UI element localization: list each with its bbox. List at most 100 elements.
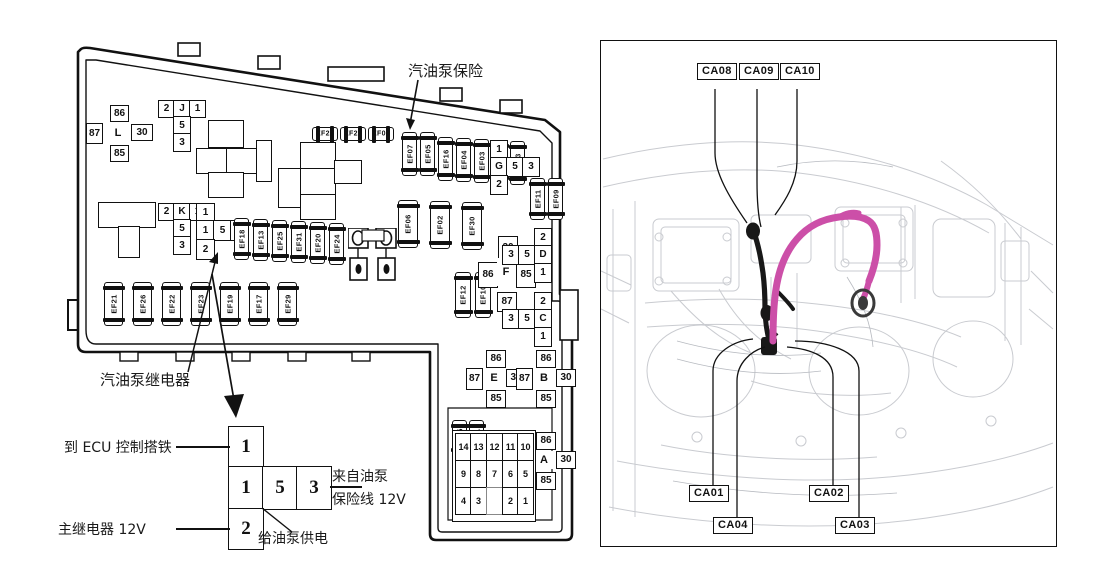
relay-socket-large-T-top[interactable] [98,202,156,228]
relay-G-terminal-3: 3 [522,157,540,177]
label-from-pump-fuse-line2: 保险线 12V [332,492,406,508]
fuse-code: EF30 [467,216,477,236]
fuse-cap [308,256,327,260]
leader-supply-to-pump [261,507,293,533]
label-to-ecu-ground: 到 ECU 控制搭铁 [64,440,172,456]
fuse-EF22[interactable]: EF22 [160,282,183,326]
fuse-cap [454,174,473,178]
fuse-cap [528,182,547,186]
relay-B-terminal-86: 86 [536,350,556,368]
pinout-terminal-3[interactable]: 3 [296,466,332,510]
fuse-EF05[interactable]: EF05 [418,132,437,176]
fuse-cap [418,168,437,172]
harness-tag-CA01[interactable]: CA01 [689,485,729,502]
fuse-cap [289,225,308,229]
fuse-cap [251,223,270,227]
relay-B[interactable]: 86 87 B 30 85 [516,350,588,412]
leader-to-pinout [211,273,244,418]
fuse-code: EF24 [332,234,341,254]
fuse-EF06[interactable]: EF06 [396,200,420,248]
fuse-EF31[interactable]: EF31 [289,221,308,263]
relay-K-terminal-3: 3 [173,236,191,255]
fuse-EF26[interactable]: EF26 [131,282,154,326]
pin-3: 3 [470,487,487,515]
fuse-EF18[interactable]: EF18 [232,218,251,260]
relay-socket-blank-8[interactable] [300,168,336,196]
relay-socket-blank-5[interactable] [208,172,244,198]
pin-5: 5 [517,460,534,488]
relay-C[interactable]: 2 3 5 C 1 [502,292,560,358]
fuse-code: EF09 [551,189,560,209]
relay-socket-blank-1[interactable] [208,120,244,148]
fuse-code: EF28 [316,130,334,138]
fuse-cap [400,168,419,172]
fuse-EF24[interactable]: EF24 [327,223,346,265]
fuse-EF04[interactable]: EF04 [454,138,473,182]
relay-socket-blank-7[interactable] [278,168,302,208]
pinout-terminal-5[interactable]: 5 [262,466,298,510]
fuse-code: EF03 [477,151,486,171]
fuse-EF19[interactable]: EF19 [218,282,241,326]
fuse-cap [330,125,334,143]
fuse-code: EF27 [344,130,362,138]
fuse-EF21[interactable]: EF21 [102,282,125,326]
relay-socket-blank-4[interactable] [256,140,272,182]
fuse-EF17[interactable]: EF17 [247,282,270,326]
relay-socket-blank-10[interactable] [300,194,336,220]
fuse-code: EF12 [458,285,468,305]
fuse-EF11[interactable]: EF11 [528,178,547,220]
fuse-EF29[interactable]: EF29 [276,282,299,326]
fuse-EF28[interactable]: EF28 [312,125,338,143]
harness-tag-CA08[interactable]: CA08 [697,63,737,80]
fuse-cap [247,318,270,322]
relay-L[interactable]: 86 87 L 30 85 [86,105,156,165]
relay-socket-blank-9[interactable] [334,160,362,184]
fuse-EF27[interactable]: EF27 [340,125,366,143]
relay-socket-blank-6[interactable] [300,142,336,170]
fuse-cap [276,318,299,322]
fuse-EF30[interactable]: EF30 [460,202,484,250]
fuse-code: EF18 [237,229,246,249]
label-fuel-pump-relay: 汽油泵继电器 [100,371,191,389]
fuse-EF12[interactable]: EF12 [453,272,473,318]
fuse-cap [276,286,299,290]
relay-J[interactable]: 2 J 1 5 3 [158,100,210,165]
relay-K[interactable]: 2 K 1 5 3 [158,203,210,268]
pinout-terminal-1[interactable]: 1 [228,426,264,468]
pinout-terminal-2[interactable]: 2 [228,508,264,550]
harness-tag-CA03[interactable]: CA03 [835,517,875,534]
relay-G[interactable]: 1 G 5 3 2 [490,140,546,206]
fuse-cap [316,125,320,143]
fuse-cap [454,142,473,146]
relay-socket-large-T-stem[interactable] [118,226,140,258]
harness-tag-CA09[interactable]: CA09 [739,63,779,80]
fuse-cap [396,204,420,208]
harness-tag-CA10[interactable]: CA10 [780,63,820,80]
relay-D[interactable]: 2 3 5 D 1 [502,228,560,294]
relay-socket-blank-3[interactable] [226,148,258,174]
pinout-terminal-1b[interactable]: 1 [228,466,264,510]
fuse-code: EF26 [138,294,147,314]
fuse-cap [508,145,527,149]
fuse-EF20[interactable]: EF20 [308,222,327,264]
leader-fuel-pump-fuse [406,79,419,130]
relay-A-terminal-85: 85 [536,472,556,490]
connector-pin-grid[interactable]: 14 13 12 11 10 9 8 7 6 5 4 3 2 1 [452,430,536,522]
fuse-EF07[interactable]: EF07 [400,132,419,176]
fuse-EF03[interactable]: EF03 [472,139,491,183]
fuse-EF09[interactable]: EF09 [546,178,565,220]
pin-10: 10 [517,433,534,461]
fuse-cap [453,276,473,280]
fuse-cap [218,286,241,290]
relay-socket-blank-2[interactable] [196,148,228,174]
fuse-EF13[interactable]: EF13 [251,219,270,261]
fuse-EF25[interactable]: EF25 [270,220,289,262]
relay-E-terminal-85: 85 [486,390,506,408]
fuse-EF16[interactable]: EF16 [436,137,455,181]
harness-tag-CA04[interactable]: CA04 [713,517,753,534]
fuse-cap [467,424,486,428]
fuse-EF08[interactable]: EF08 [368,125,394,143]
fuse-EF02[interactable]: EF02 [428,201,452,249]
harness-tag-CA02[interactable]: CA02 [809,485,849,502]
